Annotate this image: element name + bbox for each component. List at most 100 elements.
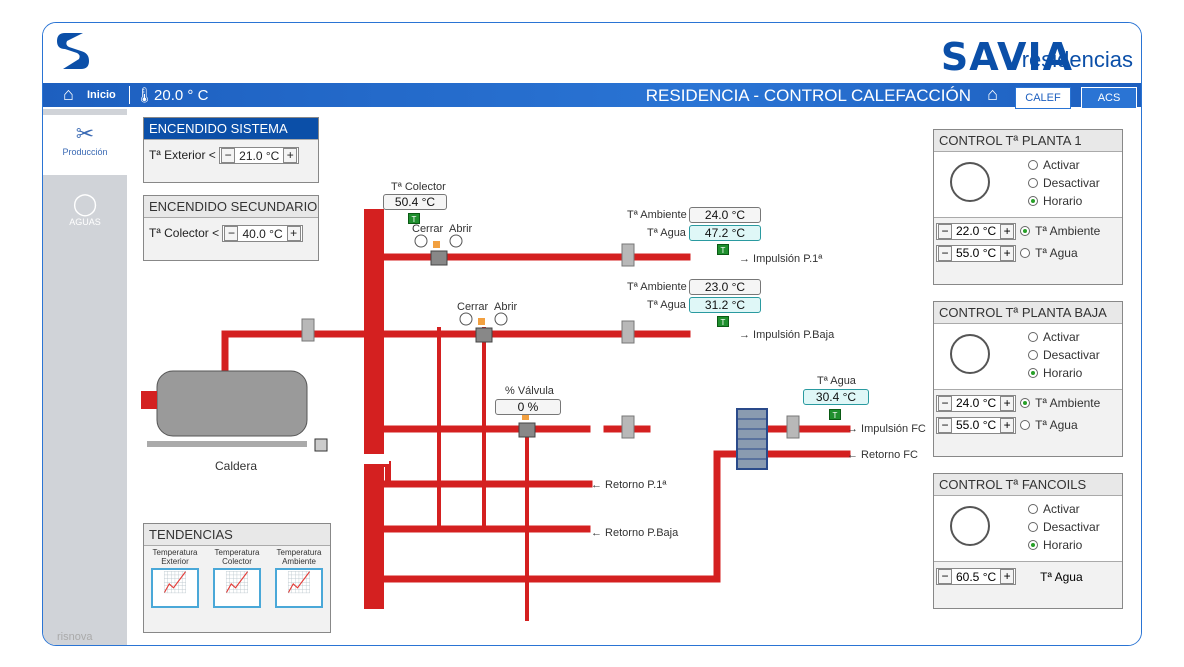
fc-water-value: 30.4 °C <box>803 389 869 405</box>
radio-activar[interactable]: Activar <box>1028 156 1100 174</box>
system-stepper[interactable]: −21.0 °C+ <box>219 147 300 164</box>
pipe-diagram <box>141 209 851 621</box>
sidebar-item-label: Producción <box>62 147 108 157</box>
pb-amb-stepper[interactable]: −24.0 °C+ <box>936 394 1017 412</box>
p1-amb-label: Tª Ambiente <box>627 209 687 221</box>
trend-chart-icon[interactable]: 📈 <box>275 568 323 608</box>
fc-water-label: Tª Agua <box>817 375 856 387</box>
decrement-button[interactable]: − <box>224 226 239 241</box>
p1-water-label: Tª Agua <box>647 227 686 239</box>
valve-close-label: Cerrar <box>457 301 489 313</box>
trend-item[interactable]: Temperatura Ambiente 📈 <box>271 548 327 610</box>
collector-value: 50.4 °C <box>383 194 447 210</box>
increment-button[interactable]: + <box>1000 223 1015 239</box>
sensor-badge: T <box>408 213 420 224</box>
fc-water-stepper[interactable]: −60.5 °C+ <box>936 568 1017 585</box>
header: SAVIA residencias <box>43 23 1141 83</box>
main-area: ENCENDIDO SISTEMA Tª Exterior < −21.0 °C… <box>127 109 1141 645</box>
decrement-button[interactable]: − <box>938 223 952 239</box>
trend-chart-icon[interactable]: 📈 <box>213 568 261 608</box>
factory-icon: ⌂ <box>987 84 998 104</box>
decrement-button[interactable]: − <box>938 417 952 433</box>
radio-desactivar[interactable]: Desactivar <box>1028 174 1100 192</box>
control-p1-panel: CONTROL Tª PLANTA 1 Activar Desactivar H… <box>933 129 1123 285</box>
trend-label: Temperatura Exterior <box>152 548 198 566</box>
valve-close-label: Cerrar <box>412 223 444 235</box>
radio-desactivar[interactable]: Desactivar <box>1028 518 1100 536</box>
p1-amb-stepper[interactable]: −22.0 °C+ <box>936 222 1017 240</box>
increment-button[interactable]: + <box>1000 417 1015 433</box>
increment-button[interactable]: + <box>283 148 298 163</box>
radio-amb[interactable]: Tª Ambiente <box>1020 222 1100 240</box>
system-title: ENCENDIDO SISTEMA <box>144 118 318 140</box>
clock-icon <box>950 334 990 374</box>
trends-panel: TENDENCIAS Temperatura Exterior 📈 Temper… <box>143 523 331 633</box>
p1-water-stepper[interactable]: −55.0 °C+ <box>936 244 1017 262</box>
tab-calef[interactable]: CALEF <box>1015 87 1071 109</box>
valve-pct-value: 0 % <box>495 399 561 415</box>
sidebar-item-aguas[interactable]: ◯ AGUAS <box>43 185 127 245</box>
increment-button[interactable]: + <box>1000 245 1015 261</box>
radio-horario[interactable]: Horario <box>1028 364 1100 382</box>
system-value: 21.0 °C <box>239 148 280 163</box>
clock-icon <box>950 162 990 202</box>
trend-item[interactable]: Temperatura Exterior 📈 <box>147 548 203 610</box>
sidebar-item-label: AGUAS <box>69 217 101 227</box>
home-icon[interactable]: ⌂ <box>63 84 74 104</box>
collector-label: Tª Colector <box>391 181 446 193</box>
drop-icon: ◯ <box>72 191 98 216</box>
top-bar: ⌂ Inicio 🌡20.0 ° C RESIDENCIA - CONTROL … <box>43 83 1141 107</box>
pb-water-stepper[interactable]: −55.0 °C+ <box>936 416 1017 434</box>
decrement-button[interactable]: − <box>938 395 952 411</box>
trend-label: Temperatura Colector <box>214 548 260 566</box>
divider <box>129 86 130 104</box>
control-fc-title: CONTROL Tª FANCOILS <box>934 474 1122 496</box>
radio-horario[interactable]: Horario <box>1028 536 1100 554</box>
radio-water[interactable]: Tª Agua <box>1020 244 1078 262</box>
home-link[interactable]: Inicio <box>87 89 116 101</box>
increment-button[interactable]: + <box>286 226 301 241</box>
sensor-badge: T <box>717 316 729 327</box>
tools-icon: ✂ <box>75 121 95 146</box>
trends-title: TENDENCIAS <box>144 524 330 546</box>
trend-chart-icon[interactable]: 📈 <box>151 568 199 608</box>
radio-horario[interactable]: Horario <box>1028 192 1100 210</box>
tab-acs[interactable]: ACS <box>1081 87 1137 109</box>
sensor-badge: T <box>717 244 729 255</box>
secondary-stepper[interactable]: −40.0 °C+ <box>222 225 303 242</box>
decrement-button[interactable]: − <box>938 245 952 261</box>
trend-item[interactable]: Temperatura Colector 📈 <box>209 548 265 610</box>
radio-amb[interactable]: Tª Ambiente <box>1020 394 1100 412</box>
brand-subtitle: residencias <box>1021 47 1133 72</box>
risnova-logo: risnova <box>57 631 93 643</box>
p1-return-label: ← Retorno P.1ª <box>591 479 667 491</box>
secondary-value: 40.0 °C <box>242 226 283 241</box>
radio-desactivar[interactable]: Desactivar <box>1028 346 1100 364</box>
savia-logo-icon <box>57 33 89 69</box>
valve-open-label: Abrir <box>449 223 473 235</box>
trend-label: Temperatura Ambiente <box>276 548 322 566</box>
increment-button[interactable]: + <box>1000 569 1015 584</box>
pb-amb-value: 23.0 °C <box>689 279 761 295</box>
clock-icon <box>950 506 990 546</box>
secondary-title: ENCENDIDO SECUNDARIO <box>144 196 318 218</box>
secondary-label: Tª Colector < <box>149 226 220 240</box>
secondary-panel: ENCENDIDO SECUNDARIO Tª Colector < −40.0… <box>143 195 319 261</box>
radio-water[interactable]: Tª Agua <box>1020 416 1078 434</box>
valve-open-label: Abrir <box>494 301 518 313</box>
decrement-button[interactable]: − <box>221 148 236 163</box>
control-p1-title: CONTROL Tª PLANTA 1 <box>934 130 1122 152</box>
control-pb-panel: CONTROL Tª PLANTA BAJA Activar Desactiva… <box>933 301 1123 457</box>
pb-water-label: Tª Agua <box>647 299 686 311</box>
outdoor-temp-value: 20.0 ° C <box>154 87 209 104</box>
radio-activar[interactable]: Activar <box>1028 328 1100 346</box>
sidebar-item-produccion[interactable]: ✂ Producción <box>43 115 127 175</box>
control-fc-panel: CONTROL Tª FANCOILS Activar Desactivar H… <box>933 473 1123 609</box>
increment-button[interactable]: + <box>1000 395 1015 411</box>
valve-pct-label: % Válvula <box>505 385 554 397</box>
decrement-button[interactable]: − <box>938 569 952 584</box>
radio-activar[interactable]: Activar <box>1028 500 1100 518</box>
sensor-badge: T <box>829 409 841 420</box>
system-panel: ENCENDIDO SISTEMA Tª Exterior < −21.0 °C… <box>143 117 319 183</box>
fc-return-label: ← Retorno FC <box>847 449 918 461</box>
